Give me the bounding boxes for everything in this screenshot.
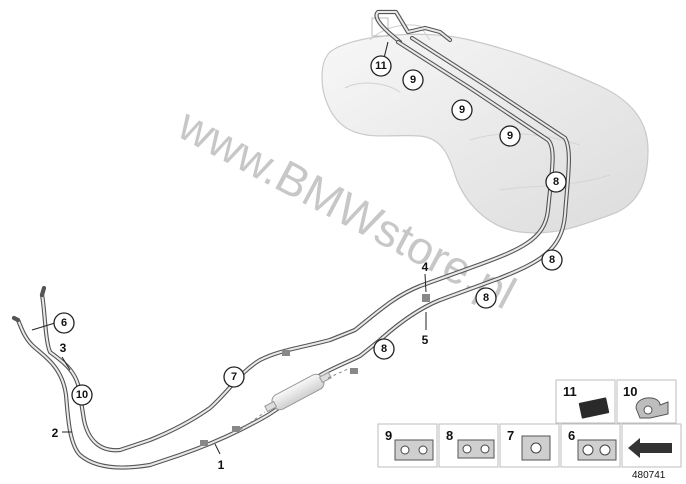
legend-box-8: 8 <box>438 423 499 468</box>
label-3: 3 <box>60 341 67 355</box>
document-number: 480741 <box>632 470 666 481</box>
label-5: 5 <box>422 333 429 347</box>
legend-box-9: 9 <box>377 423 438 468</box>
svg-text:8: 8 <box>483 292 489 304</box>
svg-text:6: 6 <box>61 317 67 329</box>
svg-text:10: 10 <box>76 389 88 401</box>
svg-text:8: 8 <box>553 176 559 188</box>
svg-text:8: 8 <box>381 343 387 355</box>
callout-8: 8 <box>541 249 563 271</box>
callout-11: 11 <box>370 55 392 77</box>
callout-8: 8 <box>545 171 567 193</box>
callout-6: 6 <box>53 312 75 334</box>
svg-text:9: 9 <box>459 104 465 116</box>
fuel-filter <box>239 367 351 431</box>
svg-text:8: 8 <box>446 428 453 443</box>
svg-text:7: 7 <box>507 428 514 443</box>
svg-text:11: 11 <box>563 384 577 399</box>
pipe-clips <box>200 294 430 446</box>
legend-box-10: 10 <box>616 379 677 424</box>
callout-9: 9 <box>451 99 473 121</box>
svg-text:11: 11 <box>375 60 387 72</box>
svg-text:9: 9 <box>507 130 513 142</box>
callout-7: 7 <box>223 366 245 388</box>
label-4: 4 <box>422 260 429 274</box>
legend-box-11: 11 <box>555 379 616 424</box>
svg-text:6: 6 <box>568 428 575 443</box>
legend-box-7: 7 <box>499 423 560 468</box>
legend-box-arrow <box>621 423 682 468</box>
svg-text:8: 8 <box>549 254 555 266</box>
svg-text:9: 9 <box>410 74 416 86</box>
callout-9: 9 <box>499 125 521 147</box>
svg-text:9: 9 <box>385 428 392 443</box>
callout-9: 9 <box>402 69 424 91</box>
legend-box-6: 6 <box>560 423 621 468</box>
callout-8: 8 <box>475 287 497 309</box>
callout-8: 8 <box>373 338 395 360</box>
label-1: 1 <box>218 458 225 472</box>
svg-text:10: 10 <box>623 384 637 399</box>
svg-text:7: 7 <box>231 371 237 383</box>
callout-10: 10 <box>71 384 93 406</box>
label-2: 2 <box>52 426 59 440</box>
